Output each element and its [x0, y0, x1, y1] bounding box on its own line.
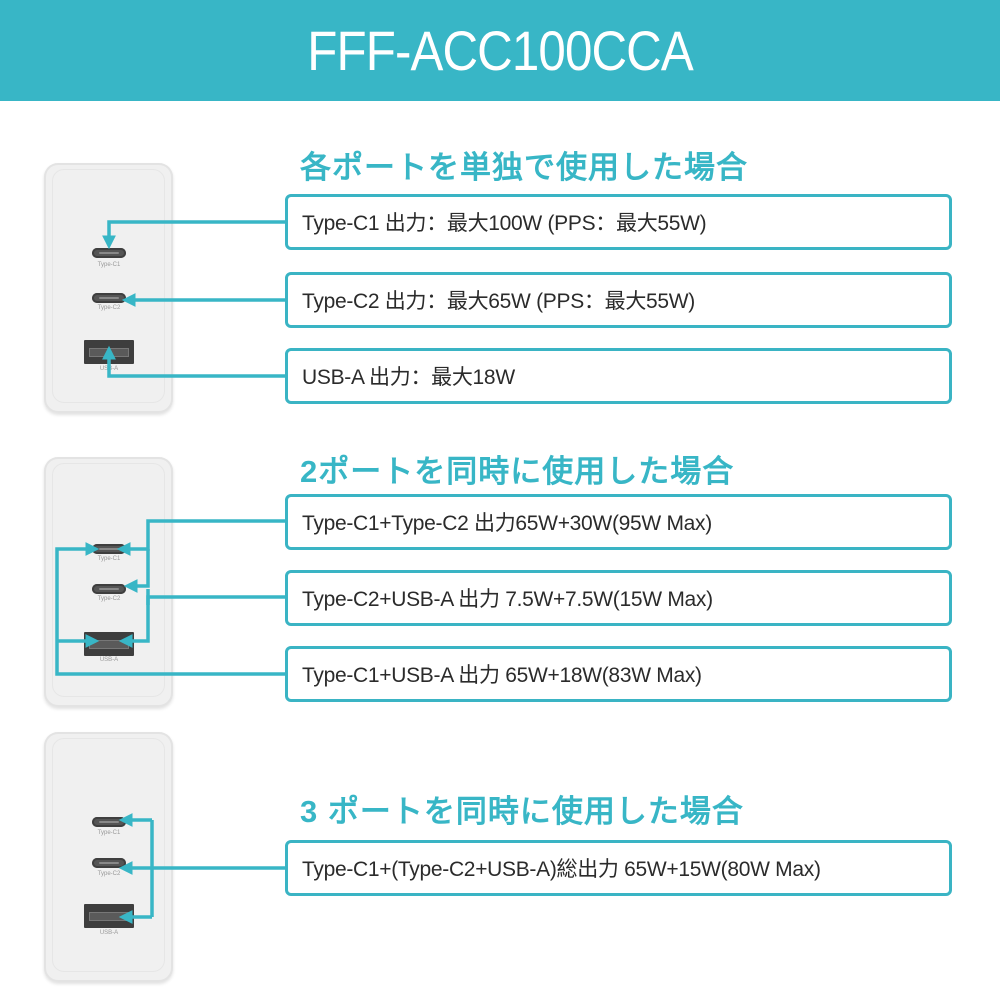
product-model-title: FFF-ACC100CCA: [307, 19, 693, 82]
spec-text: Type-C1 出力：最大100W (PPS：最大55W): [302, 212, 707, 235]
arrow-c1a-to-c1: [55, 542, 285, 676]
line-c2a: [146, 595, 285, 605]
spec-box-all-ports: Type-C1+(Type-C2+USB-A)総出力 65W+15W(80W M…: [285, 840, 952, 896]
port-label-c1: Type-C1: [97, 262, 121, 268]
charger-face: [52, 463, 165, 697]
charger-face: [52, 169, 165, 403]
port-label-c2: Type-C2: [97, 596, 121, 602]
port-label-c1: Type-C1: [97, 556, 121, 562]
usb-a-port-icon: [84, 904, 134, 928]
spec-box-c2-single: Type-C2 出力：最大65W (PPS：最大55W): [285, 272, 952, 328]
port-label-c2: Type-C2: [97, 305, 121, 311]
spec-text: USB-A 出力：最大18W: [302, 366, 515, 389]
type-c2-port-icon: [92, 584, 126, 594]
spec-text: Type-C2+USB-A 出力 7.5W+7.5W(15W Max): [302, 588, 713, 611]
spec-box-c2-a: Type-C2+USB-A 出力 7.5W+7.5W(15W Max): [285, 570, 952, 626]
arrow-to-usba: [102, 345, 285, 378]
section-title-two-ports: 2ポートを同時に使用した場合: [300, 454, 735, 489]
spec-text: Type-C1+(Type-C2+USB-A)総出力 65W+15W(80W M…: [302, 858, 821, 881]
spec-text: Type-C2 出力：最大65W (PPS：最大55W): [302, 290, 695, 313]
spec-box-c1-c2: Type-C1+Type-C2 出力65W+30W(95W Max): [285, 494, 952, 550]
type-c1-port-icon: [92, 544, 126, 554]
spec-box-usba-single: USB-A 出力：最大18W: [285, 348, 952, 404]
section-title-three-ports: 3 ポートを同時に使用した場合: [300, 794, 744, 829]
spec-text: Type-C1+USB-A 出力 65W+18W(83W Max): [302, 664, 702, 687]
charger-face: [52, 738, 165, 972]
spec-box-c1-single: Type-C1 出力：最大100W (PPS：最大55W): [285, 194, 952, 250]
arrow-to-c1: [102, 220, 285, 250]
charger-illustration-two: Type-C1 Type-C2 USB-A: [44, 457, 173, 707]
arrow-c1c2-to-c2: [123, 549, 150, 593]
port-label-a: USB-A: [99, 930, 119, 936]
type-c1-port-icon: [92, 248, 126, 258]
spec-text: Type-C1+Type-C2 出力65W+30W(95W Max): [302, 512, 712, 535]
type-c2-port-icon: [92, 293, 126, 303]
port-label-a: USB-A: [99, 657, 119, 663]
section-title-single-port: 各ポートを単独で使用した場合: [300, 150, 748, 185]
arrow-c1c2-to-c1: [116, 519, 285, 556]
charger-body: [44, 457, 173, 707]
port-label-c1: Type-C1: [97, 830, 121, 836]
port-label-c2: Type-C2: [97, 871, 121, 877]
arrow-c2a-to-usba: [118, 589, 150, 648]
type-c2-port-icon: [92, 858, 126, 868]
spec-box-c1-a: Type-C1+USB-A 出力 65W+18W(83W Max): [285, 646, 952, 702]
type-c1-port-icon: [92, 817, 126, 827]
header-banner: FFF-ACC100CCA: [0, 0, 1000, 101]
